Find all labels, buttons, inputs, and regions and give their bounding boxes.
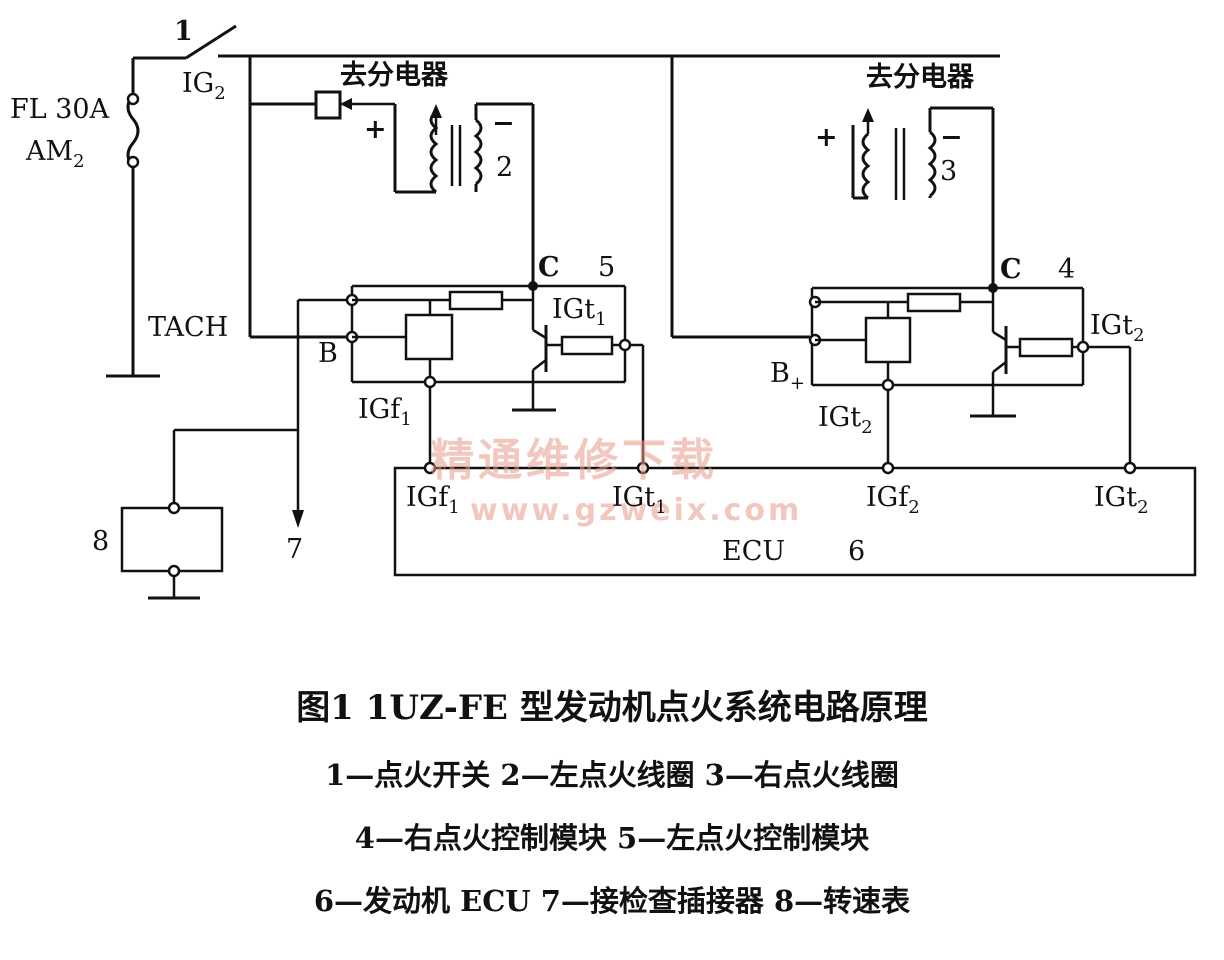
left-coil-minus: −	[492, 108, 515, 139]
left-module-resistor-igt	[560, 335, 614, 356]
tach-wiring	[172, 298, 347, 528]
left-module-number: 5	[598, 252, 615, 283]
left-igf1-label: IGf1	[358, 394, 412, 430]
right-module-number: 4	[1058, 254, 1075, 285]
fuse-rating: FL 30A	[10, 94, 110, 125]
ig2-label: IG2	[182, 68, 226, 104]
check-connector-arrow	[292, 510, 304, 528]
fuse-name: AM2	[25, 136, 85, 172]
ecu-igt2-pin	[1123, 461, 1137, 475]
right-c-label: C	[1000, 254, 1022, 285]
right-coil-minus: −	[940, 122, 963, 153]
ecu-igt1-label: IGt1	[612, 482, 667, 518]
right-module-resistor-top	[906, 292, 962, 313]
right-coil-plus: +	[815, 122, 838, 153]
ecu-igf2-pin	[881, 461, 895, 475]
left-igniter-module	[345, 281, 632, 412]
legend-line-1: 1—点火开关 2—左点火线圈 3—右点火线圈	[325, 758, 899, 792]
right-igniter-module	[672, 283, 1090, 418]
left-distributor-connector	[314, 90, 342, 120]
left-c-label: C	[538, 252, 560, 283]
fuse-terminal-bottom	[126, 155, 140, 169]
ecu-igf1-label: IGf1	[406, 482, 460, 518]
tachometer-number: 8	[92, 526, 109, 557]
watermark-url: www.gzweix.com	[470, 493, 802, 528]
legend-line-2: 4—右点火控制模块 5—左点火控制模块	[354, 821, 870, 855]
fuse-terminal-top	[126, 92, 140, 106]
right-module-igf-block	[864, 316, 912, 364]
left-module-igf-block	[404, 313, 454, 361]
right-module-resistor-igt	[1018, 337, 1074, 358]
left-distributor-label: 去分电器	[340, 60, 449, 91]
right-igt2-label: IGt2	[1090, 310, 1145, 346]
ignition-switch	[185, 24, 237, 60]
left-coil-plus: +	[364, 114, 387, 145]
right-distributor-label: 去分电器	[866, 62, 975, 93]
left-coil-number: 2	[496, 152, 513, 183]
right-b-plus-label: B+	[770, 358, 805, 394]
left-b-label: B	[318, 338, 338, 369]
ecu-block	[393, 343, 1197, 577]
left-module-resistor-top	[448, 290, 504, 311]
ecu-igt1-pin	[636, 461, 650, 475]
ecu-label: ECU	[722, 536, 785, 567]
ecu-number: 6	[848, 536, 865, 567]
right-coil-number: 3	[940, 156, 957, 187]
legend-line-3: 6—发动机 ECU 7—接检查插接器 8—转速表	[313, 884, 911, 918]
tach-label: TACH	[148, 312, 228, 343]
check-connector-number: 7	[286, 534, 303, 565]
right-igt2-lower-label: IGt2	[818, 402, 873, 438]
right-ignition-coil	[670, 56, 995, 337]
ecu-igf2-label: IGf2	[866, 482, 920, 518]
ecu-igt2-label: IGt2	[1094, 482, 1149, 518]
switch-number: 1	[174, 16, 193, 47]
figure-title: 图1 1UZ-FE 型发动机点火系统电路原理	[296, 688, 928, 728]
watermark-cn: 精通维修下载	[430, 435, 718, 486]
tachometer	[120, 501, 224, 600]
ecu-igf1-pin	[423, 461, 437, 475]
left-igt1-label: IGt1	[552, 294, 607, 330]
left-ignition-coil	[250, 90, 535, 286]
